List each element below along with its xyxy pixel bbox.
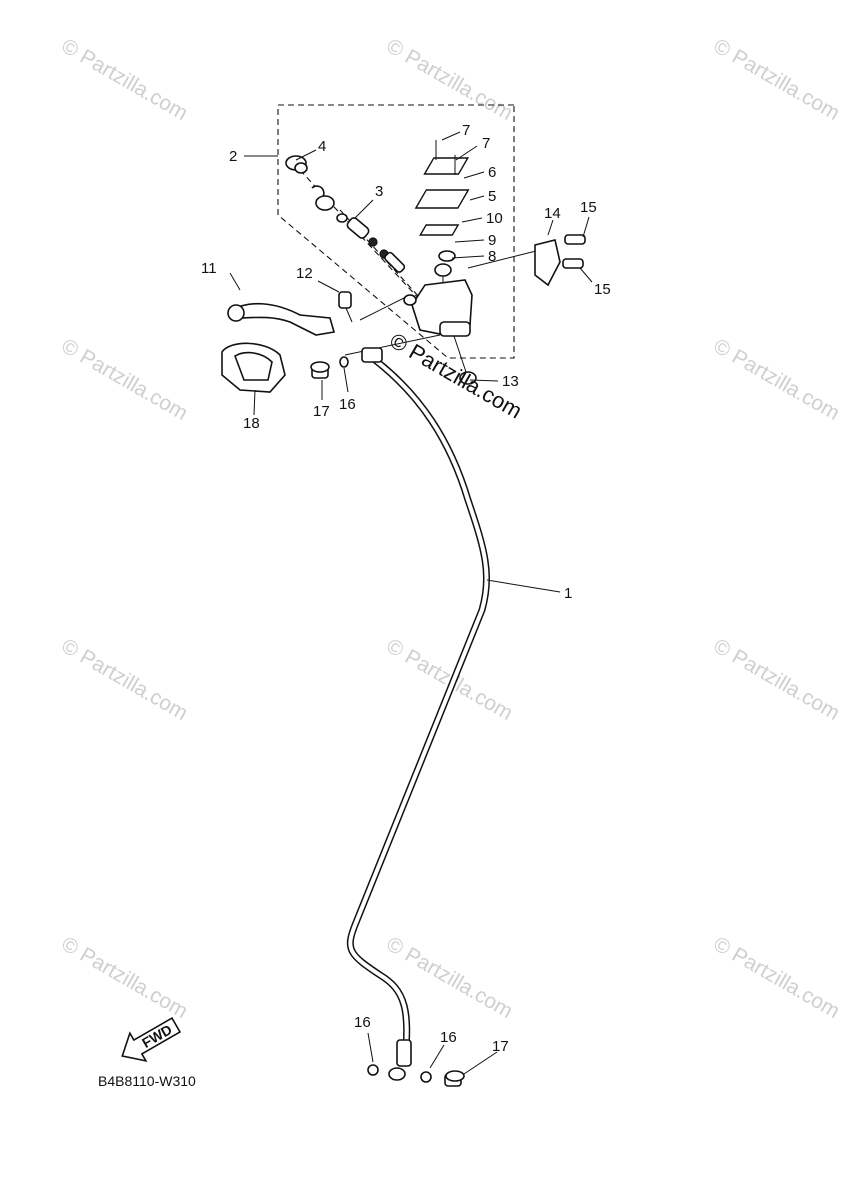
- watermark: © Partzilla.com: [383, 634, 517, 725]
- watermark: © Partzilla.com: [58, 932, 192, 1023]
- fwd-arrow-icon: FWD: [121, 1016, 182, 1062]
- callout-11: 11: [201, 260, 217, 277]
- watermark: © Partzilla.com: [58, 334, 192, 425]
- brake-hose: [346, 347, 491, 1081]
- callout-17a: 17: [313, 403, 330, 420]
- watermark: © Partzilla.com: [58, 634, 192, 725]
- callout-15b: 15: [594, 281, 611, 298]
- callout-1: 1: [564, 585, 572, 602]
- watermark: © Partzilla.com: [58, 34, 192, 125]
- master-cylinder: [403, 279, 477, 385]
- lower-fittings: [367, 1064, 465, 1087]
- callout-16c: 16: [440, 1029, 457, 1046]
- callout-12: 12: [296, 265, 313, 282]
- callout-14: 14: [544, 205, 561, 222]
- callout-7b: 7: [482, 135, 490, 152]
- brake-lever: [227, 302, 336, 336]
- watermark-layer: © Partzilla.com © Partzilla.com © Partzi…: [58, 34, 844, 1023]
- callout-3: 3: [375, 183, 383, 200]
- callout-13: 13: [502, 373, 519, 390]
- callout-4: 4: [318, 138, 326, 155]
- pivot-bolt: [338, 291, 353, 323]
- lever-holder: [221, 342, 286, 393]
- callout-2: 2: [229, 148, 237, 165]
- callout-16a: 16: [339, 396, 356, 413]
- callout-18: 18: [243, 415, 260, 432]
- leader-lines: [229, 131, 593, 1075]
- watermark: © Partzilla.com: [383, 34, 517, 125]
- callout-10: 10: [486, 210, 503, 227]
- callout-17b: 17: [492, 1038, 509, 1055]
- watermark: © Partzilla.com: [710, 634, 844, 725]
- callout-7a: 7: [462, 122, 470, 139]
- upper-banjo-bolt: [310, 356, 349, 379]
- clamp-parts: [534, 234, 586, 287]
- watermark: © Partzilla.com: [710, 334, 844, 425]
- watermark: © Partzilla.com: [710, 34, 844, 125]
- reference-code: B4B8110-W310: [98, 1073, 196, 1089]
- reservoir-parts: [414, 140, 470, 277]
- callout-15a: 15: [580, 199, 597, 216]
- callout-6: 6: [488, 164, 496, 181]
- watermark: © Partzilla.com: [710, 932, 844, 1023]
- callout-8: 8: [488, 248, 496, 265]
- cap-part: [285, 155, 406, 273]
- callout-9: 9: [488, 232, 496, 249]
- callouts: 1 2 3 4 5 6 7 7 8 9 10 11 12 13 14 15 15…: [201, 122, 611, 1055]
- callout-16b: 16: [354, 1014, 371, 1031]
- callout-5: 5: [488, 188, 496, 205]
